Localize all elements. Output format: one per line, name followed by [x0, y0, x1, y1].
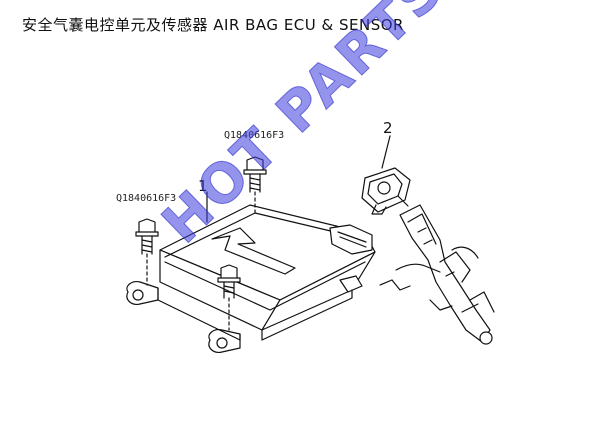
bolt-left — [135, 218, 159, 286]
diagram-title: 安全气囊电控单元及传感器 AIR BAG ECU & SENSOR — [22, 16, 404, 34]
callout-1: 1 — [198, 177, 208, 195]
bolt-code-left: Q1840616F3 — [116, 193, 177, 204]
airbag-sensor — [361, 167, 411, 215]
airbag-ecu — [126, 204, 376, 353]
sensor-bracket-harness — [379, 204, 495, 345]
bolt-upper — [243, 156, 267, 216]
bolt-code-upper: Q1840616F3 — [224, 130, 285, 141]
bolt-front — [217, 264, 241, 331]
callout-2: 2 — [383, 119, 393, 137]
